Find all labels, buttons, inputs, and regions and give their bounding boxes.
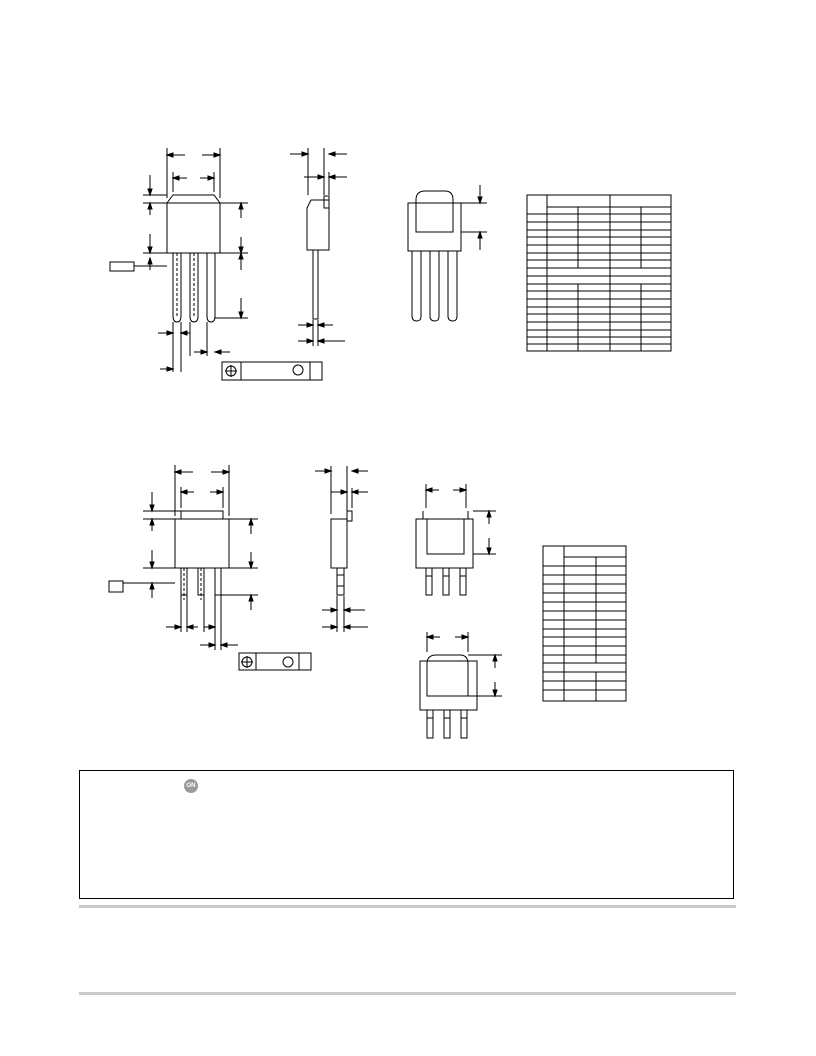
package2-back-view-lower bbox=[419, 632, 502, 739]
package2-dimension-table bbox=[542, 545, 627, 702]
package2-side-view bbox=[315, 466, 368, 632]
package1-back-view bbox=[407, 185, 487, 322]
package2-back-view-upper bbox=[415, 484, 496, 596]
package1-side-view bbox=[290, 148, 347, 346]
notice-box: ON bbox=[79, 770, 734, 899]
separator-rule-top bbox=[79, 905, 736, 908]
package1-front-view bbox=[109, 148, 323, 381]
separator-rule-bottom bbox=[79, 992, 736, 995]
package1-dimension-table bbox=[526, 194, 672, 352]
on-semiconductor-logo-icon: ON bbox=[184, 779, 198, 793]
package2-front-view bbox=[108, 465, 312, 671]
